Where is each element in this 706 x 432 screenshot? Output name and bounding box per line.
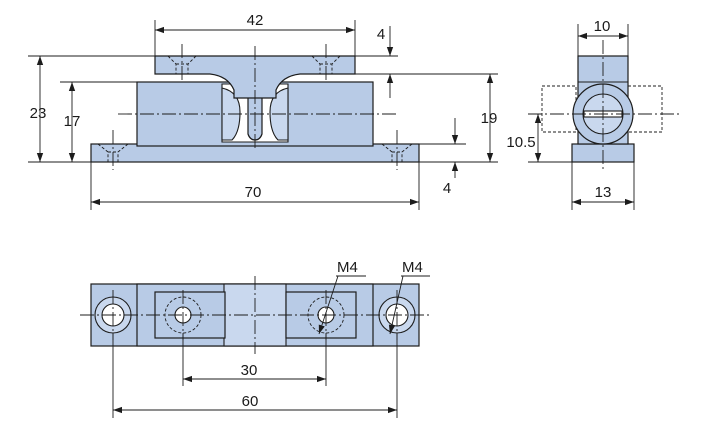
dim-overall-height: 23: [30, 105, 47, 122]
top-view: M4 M4 30 60: [80, 259, 430, 418]
dim-overall-length: 70: [245, 184, 262, 201]
dim-side-base-width: 13: [595, 184, 612, 201]
side-lug-right-hidden: [627, 85, 663, 133]
thread-label-left: M4: [337, 259, 358, 276]
top-plate-hole-left: [167, 55, 197, 74]
dim-top-thickness: 4: [377, 26, 385, 43]
dim-inner-spacing: 30: [241, 362, 258, 379]
dim-height-right: 19: [481, 110, 498, 127]
dim-side-center-height: 10.5: [506, 134, 535, 151]
dim-side-top-width: 10: [594, 18, 611, 35]
thread-label-right: M4: [402, 259, 423, 276]
dim-top-width: 42: [247, 12, 264, 29]
leader-thread-right: [388, 275, 404, 335]
dim-outer-spacing: 60: [242, 393, 259, 410]
dim-base-thickness: 4: [443, 180, 451, 197]
side-lug-left-hidden: [541, 85, 577, 133]
side-view: 10 10.5 13: [506, 18, 680, 210]
dim-body-height: 17: [64, 113, 81, 130]
leader-thread-left: [318, 275, 339, 335]
top-plate-hole-right: [311, 55, 341, 74]
front-view: 42 4 23 17 19 4 70: [28, 12, 498, 210]
